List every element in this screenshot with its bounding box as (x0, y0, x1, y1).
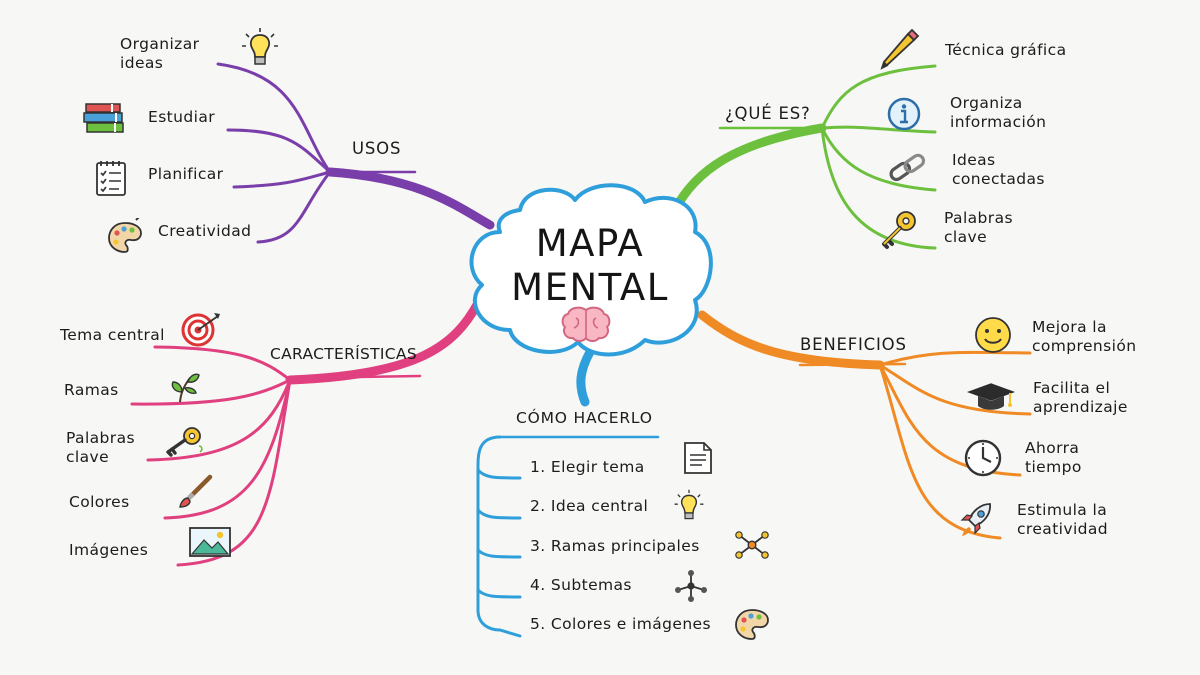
sprout-icon (171, 373, 200, 403)
brain-icon (561, 306, 611, 342)
caracteristicas-item-label: Tema central (60, 326, 165, 344)
que-es-item-label: Organiza información (950, 94, 1047, 131)
como-hacerlo-step-label: 5. Colores e imágenes (530, 615, 711, 633)
usos-item-label: Creatividad (158, 222, 252, 240)
palette-icon (108, 218, 142, 253)
usos-item-label: Organizar ideas (120, 35, 200, 72)
como-hacerlo-step-label: 3. Ramas principales (530, 537, 700, 555)
caracteristicas-item-label: Colores (69, 493, 130, 511)
que-es-item-label: Ideas conectadas (952, 151, 1045, 188)
lightbulb-icon (674, 489, 704, 520)
checklist-icon (96, 161, 126, 196)
como-hacerlo-step-label: 1. Elegir tema (530, 458, 645, 476)
branch-title-beneficios: BENEFICIOS (800, 335, 907, 354)
usos-item-label: Planificar (148, 165, 224, 183)
paintbrush-icon (179, 474, 213, 508)
branch-usos-lines (216, 62, 495, 244)
branch-como-hacerlo-lines (476, 347, 660, 638)
palette-icon (735, 609, 769, 640)
molecule-icon (675, 570, 707, 602)
graduation-cap-icon (966, 383, 1016, 410)
branch-caracteristicas-lines (130, 298, 483, 567)
smiley-icon (975, 317, 1011, 353)
beneficios-item-label: Ahorra tiempo (1025, 439, 1082, 476)
rocket-icon (960, 503, 991, 536)
lightbulb-icon (242, 28, 278, 65)
caracteristicas-item-label: Palabras clave (66, 429, 135, 466)
branch-title-como-hacerlo: CÓMO HACERLO (516, 409, 653, 427)
center-cloud (469, 183, 713, 357)
pencil-icon (880, 28, 920, 70)
info-icon (887, 97, 921, 131)
beneficios-item-label: Estimula la creatividad (1017, 501, 1109, 538)
document-icon (684, 442, 712, 474)
caracteristicas-item-label: Ramas (64, 381, 119, 399)
key-icon (166, 427, 203, 457)
branch-title-que-es: ¿QUÉ ES? (725, 104, 811, 123)
que-es-item-label: Palabras clave (944, 209, 1013, 246)
branch-title-usos: USOS (352, 139, 402, 158)
clock-icon (964, 439, 1002, 477)
target-icon (181, 313, 220, 347)
center-title: MAPA MENTAL (511, 222, 669, 309)
como-hacerlo-step-label: 2. Idea central (530, 497, 649, 515)
beneficios-item-label: Facilita el aprendizaje (1033, 379, 1128, 416)
chain-link-icon (889, 153, 926, 182)
network-icon (735, 531, 769, 559)
books-icon (83, 103, 124, 133)
beneficios-item-label: Mejora la comprensión (1032, 318, 1137, 355)
caracteristicas-item-label: Imágenes (69, 541, 149, 559)
que-es-item-label: Técnica gráfica (945, 41, 1067, 59)
key-icon (882, 211, 916, 249)
branch-title-caracteristicas: CARACTERÍSTICAS (270, 345, 417, 363)
usos-item-label: Estudiar (148, 108, 215, 126)
como-hacerlo-step-label: 4. Subtemas (530, 576, 632, 594)
image-icon (189, 527, 231, 557)
